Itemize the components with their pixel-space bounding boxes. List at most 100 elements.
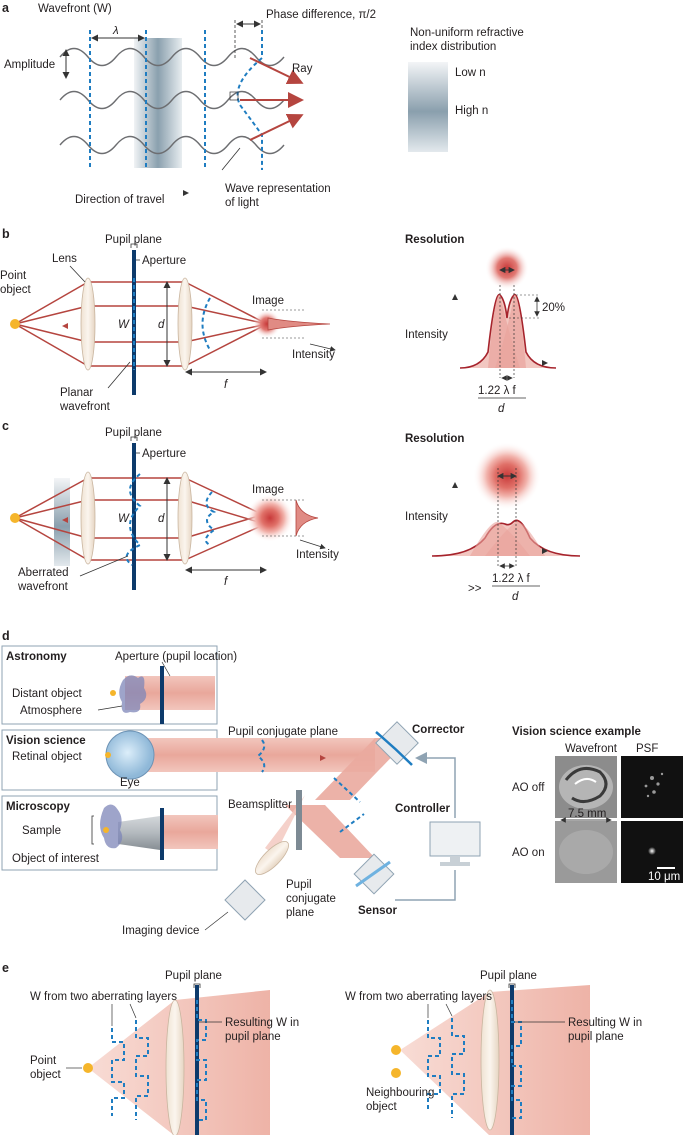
lens-left-e: [165, 999, 185, 1135]
pupil-conj-label-3: plane: [286, 907, 314, 919]
neighbouring-object-label-1: Neighbouring: [366, 1087, 434, 1099]
pupil-conj-label-2: conjugate: [286, 893, 336, 905]
intensity-label-c: Intensity: [296, 549, 339, 561]
wavefront-column-label: Wavefront: [565, 743, 618, 755]
resolution-title-c: Resolution: [405, 433, 464, 445]
psf-column-label: PSF: [636, 743, 658, 755]
aberrated-label-c-2: wavefront: [17, 581, 69, 593]
rays: [240, 57, 304, 141]
wavefront-lines: [89, 30, 263, 170]
d-label-b: d: [158, 319, 165, 331]
vision-science-label: Vision science: [6, 735, 86, 747]
aberrated-wavefront-c: [125, 473, 142, 566]
panel-b-label: b: [2, 227, 10, 241]
sensor: [353, 853, 395, 895]
two-layers-label-left: W from two aberrating layers: [30, 991, 177, 1003]
lens-right-e: [480, 989, 500, 1131]
point-object-label-e-2: object: [30, 1069, 61, 1081]
image-spot-c: [246, 494, 294, 542]
resulting-label-left-2: pupil plane: [225, 1031, 281, 1043]
gg-label-c: >>: [468, 583, 482, 595]
nonuniform-label-1: Non-uniform refractive: [410, 27, 524, 39]
wave-representation-label-1: Wave representation: [225, 183, 331, 195]
pupil-conj-label-1: Pupil: [286, 879, 312, 891]
panel-d: d Astronomy Vision science Microscopy Di…: [1, 629, 683, 937]
object-of-interest-label: Object of interest: [12, 853, 100, 865]
astronomy-label: Astronomy: [6, 651, 67, 663]
planar-wavefront-label-b-1: Planar: [60, 387, 93, 399]
microscopy-label: Microscopy: [6, 801, 71, 813]
intensity-axis-b: Intensity: [405, 329, 448, 341]
refractive-index-swatch: [408, 62, 448, 152]
panel-a-label: a: [2, 1, 10, 15]
formula-den-b: d: [498, 403, 505, 415]
panel-d-label: d: [2, 629, 10, 643]
wave-representation-label-2: of light: [225, 197, 260, 209]
twenty-percent-label: 20%: [542, 302, 565, 314]
refractive-medium: [134, 38, 182, 168]
f-label-c: f: [224, 576, 229, 588]
ray-label: Ray: [292, 63, 313, 75]
panel-a: a λ Phase difference, π/2 Wavefront (W) …: [2, 1, 524, 209]
panel-b: b d W f Pupil p: [0, 227, 565, 415]
pupil-plane-label-c: Pupil plane: [105, 427, 162, 439]
object-right-e: [391, 1045, 401, 1055]
pupil-conjugate-plane-label: Pupil conjugate plane: [228, 726, 338, 738]
controller-label: Controller: [395, 803, 450, 815]
ao-off-label: AO off: [512, 782, 545, 794]
resulting-label-right-2: pupil plane: [568, 1031, 624, 1043]
direction-of-travel-label: Direction of travel: [75, 194, 164, 206]
ao-on-label: AO on: [512, 847, 545, 859]
mm-scale-label: 7.5 mm: [568, 808, 606, 820]
atmosphere-label: Atmosphere: [20, 705, 82, 717]
panel-c: c d W f Pupil p: [2, 419, 581, 603]
planar-wavefront-label-b-2: wavefront: [59, 401, 111, 413]
formula-den-c: d: [512, 591, 519, 603]
psf-ao-off: [621, 756, 683, 818]
ray-bundle-c: [14, 477, 273, 561]
resolution-title-b: Resolution: [405, 234, 464, 246]
pupil-plane-label-b: Pupil plane: [105, 234, 162, 246]
ray-bundle-b: [14, 281, 268, 367]
phase-difference-label: Phase difference, π/2: [266, 9, 376, 21]
lens-1-c: [80, 471, 96, 565]
formula-num-b: 1.22 λ f: [478, 385, 517, 397]
lens-2-c: [177, 471, 193, 565]
controller-monitor: [429, 821, 481, 866]
retinal-object-label: Retinal object: [12, 751, 82, 763]
w-label-c: W: [118, 513, 130, 525]
corrector-mirror: [375, 721, 419, 766]
point-object-e: [83, 1063, 93, 1073]
formula-num-c: 1.22 λ f: [492, 573, 531, 585]
beamsplitter-label: Beamsplitter: [228, 799, 292, 811]
w-label-b: W: [118, 319, 130, 331]
distant-object-dot: [110, 690, 116, 696]
aberrating-medium-c: [54, 478, 70, 566]
point-object-c: [10, 513, 20, 523]
f-label-b: f: [224, 379, 229, 391]
pupil-plane-label-e-left: Pupil plane: [165, 970, 222, 982]
aperture-label-b: Aperture: [142, 255, 186, 267]
sine-waves: [59, 47, 285, 155]
microscopy-beam: [160, 815, 218, 849]
beamsplitter: [296, 790, 302, 850]
pupil-plane-label-e-right: Pupil plane: [480, 970, 537, 982]
um-scale-label: 10 μm: [648, 871, 680, 883]
low-n-label: Low n: [455, 67, 486, 79]
amplitude-label: Amplitude: [4, 59, 55, 71]
imaging-device-label: Imaging device: [122, 925, 199, 937]
image-label-c: Image: [252, 484, 284, 496]
aperture-pupil-label: Aperture (pupil location): [115, 651, 237, 663]
atmosphere-blob: [119, 675, 147, 713]
point-object-label-e-1: Point: [30, 1055, 57, 1067]
point-object-label-b-2: object: [0, 284, 31, 296]
d-label-c: d: [158, 513, 165, 525]
two-layers-label-right: W from two aberrating layers: [345, 991, 492, 1003]
neighbouring-object-label-2: object: [366, 1101, 397, 1113]
distant-object-label: Distant object: [12, 688, 82, 700]
panel-e: e Pupil plane W from two aberrating laye…: [2, 961, 642, 1135]
panel-e-label: e: [2, 961, 9, 975]
lens-label-b: Lens: [52, 253, 77, 265]
resulting-label-right-1: Resulting W in: [568, 1017, 642, 1029]
aberrated-label-c-1: Aberrated: [18, 567, 69, 579]
